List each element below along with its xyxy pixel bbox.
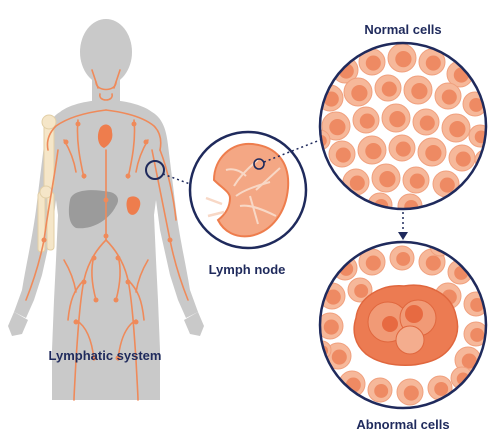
normal-cell — [397, 193, 423, 209]
normal-cells-circle — [318, 41, 488, 211]
normal-cell — [371, 163, 401, 193]
normal-cell-in-abnormal — [358, 248, 386, 276]
normal-cell — [441, 113, 471, 143]
label-lymph-node: Lymph node — [209, 262, 286, 277]
heart-shape — [97, 124, 113, 148]
normal-cell-in-abnormal — [396, 378, 424, 406]
normal-cell — [434, 82, 462, 110]
abnormal-cells-circle — [318, 240, 488, 410]
normal-cell — [388, 134, 416, 162]
normal-cell-in-abnormal — [427, 375, 453, 401]
label-normal-cells: Normal cells — [364, 22, 441, 37]
normal-cell — [448, 144, 476, 172]
spleen-shape — [126, 196, 141, 215]
normal-cell-in-abnormal — [367, 377, 393, 403]
normal-cell-in-abnormal — [320, 312, 344, 340]
body-silhouette — [8, 19, 204, 400]
normal-cell — [343, 77, 373, 107]
normal-cell — [342, 168, 370, 196]
normal-cell — [381, 103, 411, 133]
normal-cell-in-abnormal — [324, 342, 352, 370]
normal-cell-in-abnormal — [450, 366, 474, 390]
progression-arrow — [398, 212, 408, 240]
normal-cell — [321, 111, 351, 141]
node-detail-highlight — [253, 158, 265, 170]
normal-cell — [468, 124, 486, 148]
normal-cell — [328, 140, 356, 168]
normal-cell — [358, 48, 386, 76]
normal-cell — [412, 108, 440, 136]
normal-cell — [417, 137, 447, 167]
armpit-node-highlight — [145, 160, 165, 180]
label-abnormal-cells: Abnormal cells — [356, 417, 449, 432]
normal-cell-in-abnormal — [463, 321, 486, 347]
abnormal-cells-group — [320, 242, 486, 406]
label-lymphatic-system: Lymphatic system — [49, 348, 162, 363]
abnormal-cell-cluster — [353, 284, 459, 367]
arm-bones-illustration — [37, 114, 57, 253]
normal-cell — [432, 170, 460, 198]
lymph-node-magnified — [188, 130, 308, 250]
normal-cell — [357, 135, 387, 165]
normal-cell — [403, 75, 433, 105]
normal-cell — [387, 43, 417, 73]
normal-cell-in-abnormal — [347, 242, 369, 253]
normal-cell — [374, 74, 402, 102]
normal-cell-in-abnormal — [429, 242, 451, 257]
lymph-node-dots — [41, 121, 173, 361]
connector-node-to-normal — [263, 139, 321, 163]
normal-cell-in-abnormal — [389, 245, 415, 271]
normal-cell-in-abnormal — [347, 277, 373, 303]
normal-cell — [352, 106, 380, 134]
normal-cell — [402, 166, 430, 194]
